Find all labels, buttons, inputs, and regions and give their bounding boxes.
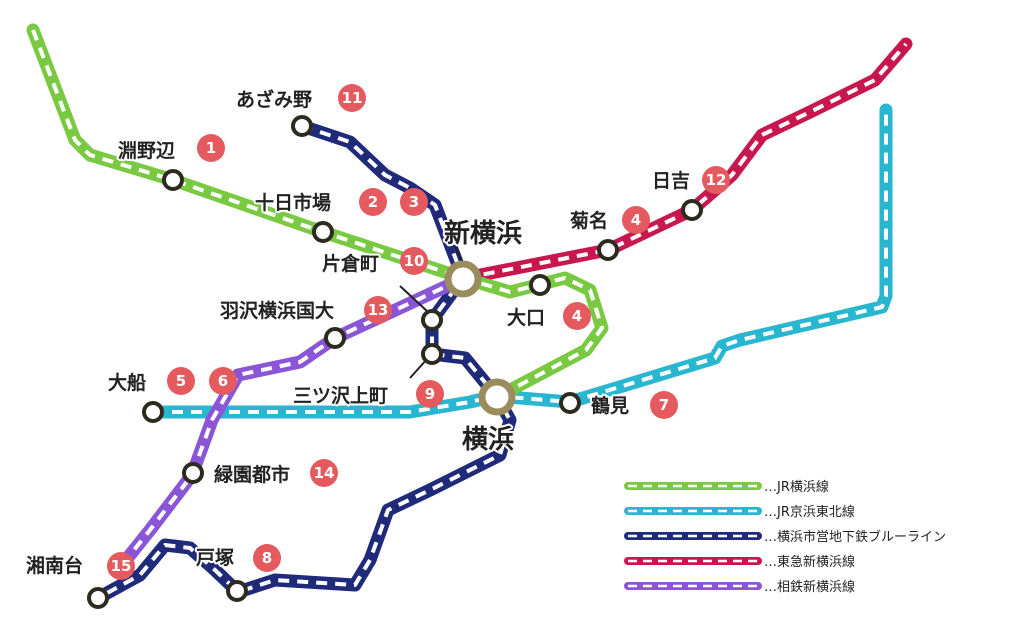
station-ryokuen: 緑園都市 14 [212,459,338,488]
station-label: 横浜 [462,425,514,455]
station-label: 日吉 [652,169,690,192]
svg-text:13: 13 [368,301,389,319]
svg-text:7: 7 [659,396,669,414]
number-badge [310,459,338,487]
station-markers [87,115,703,609]
svg-text:6: 6 [218,372,228,390]
svg-text:…相鉄新横浜線: …相鉄新横浜線 [764,579,855,595]
number-badge [359,188,387,216]
number-badge [416,380,444,408]
svg-text:…東急新横浜線: …東急新横浜線 [764,554,855,570]
svg-text:…横浜市営地下鉄ブルーライン: …横浜市営地下鉄ブルーライン [764,529,946,545]
station-label: 片倉町 [322,252,379,275]
station-marker-ofuna[interactable] [142,401,164,423]
station-marker-azamino[interactable] [291,115,313,137]
station-label: 十日市場 [255,191,331,214]
station-label: あざみ野 [236,88,312,111]
number-badge [622,206,650,234]
station-ofuna: 大船 5 6 [106,367,237,396]
leader-katakuracho [399,285,429,313]
line-tokyu-shin-yokohama [458,37,913,285]
station-marker-tsurumi[interactable] [559,392,581,414]
number-badge [167,367,195,395]
station-label: 新横浜 [444,218,522,249]
number-badge [338,84,366,112]
station-marker-oguchi[interactable] [529,274,551,296]
station-label: 鶴見 [591,394,629,417]
svg-text:15: 15 [111,557,132,575]
station-hazawa: 羽沢横浜国大 13 [218,296,392,324]
svg-text:…JR横浜線: …JR横浜線 [764,479,829,495]
leader-shin-yokohama [454,245,463,263]
station-tsurumi: 鶴見 7 [589,391,678,419]
number-badge [253,544,281,572]
station-label: 菊名 [570,209,608,232]
svg-text:10: 10 [404,252,425,270]
station-marker-kikuna[interactable] [597,239,619,261]
station-label: 淵野辺 [118,140,175,162]
station-label: 羽沢横浜国大 [220,299,334,322]
station-tokaichiba: 十日市場 2 3 [253,188,428,216]
station-marker-totsuka[interactable] [226,580,248,602]
station-mitsuzawa: 三ツ沢上町 9 [291,380,444,409]
station-marker-hazawa[interactable] [324,327,346,349]
station-label: 戸塚 [196,547,234,569]
line-jr-keihin-tohoku [146,103,893,419]
station-shin-yokohama: 新横浜 [442,216,524,251]
station-label: 三ツ沢上町 [293,384,388,407]
number-badge [400,247,428,275]
svg-text:…JR京浜東北線: …JR京浜東北線 [764,504,855,520]
svg-text:1: 1 [206,139,216,157]
station-marker-shin-yokohama[interactable] [444,260,482,298]
number-badge [209,367,237,395]
number-badge [364,296,392,324]
station-oguchi: 大口 4 [505,302,591,331]
station-marker-hiyoshi[interactable] [681,199,703,221]
number-badge [107,552,135,580]
legend-item-sotetsu: …相鉄新横浜線 [624,579,855,595]
station-marker-ryokuen[interactable] [182,462,204,484]
station-fuchinobe: 淵野辺 1 [116,134,225,164]
legend-item-jr-yokohama: …JR横浜線 [624,479,829,495]
number-badge [563,302,591,330]
station-marker-tokaichiba[interactable] [312,221,334,243]
svg-text:12: 12 [706,171,727,189]
svg-text:14: 14 [314,464,335,482]
number-badge [650,391,678,419]
station-label: 大船 [108,371,146,394]
legend-item-jr-keihin: …JR京浜東北線 [624,504,855,520]
station-label: 緑園都市 [214,463,290,486]
station-marker-fuchinobe[interactable] [162,169,184,191]
station-marker-shonandai[interactable] [87,587,109,609]
svg-text:4: 4 [631,211,641,229]
legend-item-blue-line: …横浜市営地下鉄ブルーライン [624,529,946,545]
station-marker-mitsuzawa[interactable] [421,343,443,365]
svg-text:2: 2 [368,193,378,211]
station-label: 大口 [507,306,545,329]
station-katakuracho: 片倉町 10 [320,247,428,277]
station-yokohama: 横浜 [460,423,516,457]
svg-text:3: 3 [409,193,419,211]
svg-text:4: 4 [572,307,582,325]
svg-text:11: 11 [342,89,363,107]
station-shonandai: 湘南台 15 [24,552,135,580]
svg-text:5: 5 [176,372,186,390]
legend-item-tokyu: …東急新横浜線 [624,554,855,570]
line-sotetsu-shin-yokohama [111,273,467,577]
station-kikuna: 菊名 4 [568,206,650,234]
station-hiyoshi: 日吉 12 [650,166,730,194]
svg-text:8: 8 [262,549,272,567]
station-azamino: あざみ野 11 [234,84,366,113]
svg-text:9: 9 [425,385,435,403]
station-marker-katakuracho[interactable] [421,309,443,331]
station-marker-yokohama[interactable] [478,378,516,416]
line-jr-yokohama [26,23,609,404]
number-badge [702,166,730,194]
legend: …JR横浜線 …JR京浜東北線 …横浜市営地下鉄ブルーライン …東急新横浜線 …… [624,479,946,595]
number-badge [197,134,225,162]
number-badge [400,188,428,216]
station-label: 湘南台 [26,554,83,577]
station-totsuka: 戸塚 8 [194,544,281,572]
